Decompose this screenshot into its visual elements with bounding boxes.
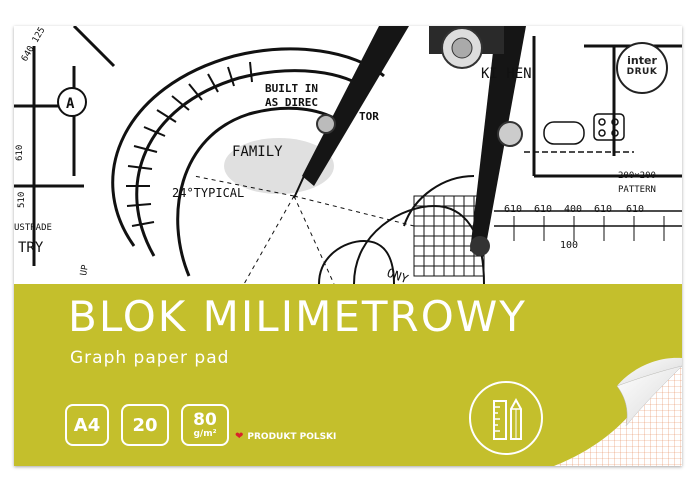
- blueprint-label-family: FAMILY: [232, 144, 283, 160]
- blueprint-labels: BUILT IN AS DIREC TOR FAMILY 24°TYPICAL …: [14, 26, 656, 284]
- blueprint-label-try: TRY: [18, 240, 44, 256]
- blueprint-label-left-610: 610: [15, 145, 25, 161]
- blueprint-label-left-510: 510: [17, 192, 27, 208]
- blueprint-measure-5: 610: [626, 204, 644, 215]
- format-badge: A4: [65, 404, 109, 446]
- blueprint-label-ustrade: USTRADE: [14, 223, 52, 233]
- blueprint-drawing: [14, 26, 682, 284]
- paper-weight-value: 80: [193, 409, 217, 430]
- ruler-pencil-graphic: [493, 397, 522, 440]
- origin-text: PRODUKT POLSKI: [247, 431, 337, 442]
- paper-weight-unit: g/m²: [193, 428, 217, 439]
- blueprint-label-built-in: BUILT IN: [265, 82, 318, 95]
- blueprint-label-as-direc: AS DIREC: [265, 96, 318, 109]
- blueprint-measure-1: 610: [504, 204, 522, 215]
- blueprint-photo: BUILT IN AS DIREC TOR FAMILY 24°TYPICAL …: [14, 26, 682, 284]
- cover-band: BLOK MILIMETROWY Graph paper pad A4 20 8…: [14, 284, 682, 466]
- blueprint-measure-4: 610: [594, 204, 612, 215]
- graph-pad-cover: BUILT IN AS DIREC TOR FAMILY 24°TYPICAL …: [14, 26, 682, 466]
- blueprint-label-typical: 24°TYPICAL: [172, 186, 244, 200]
- made-in-poland-label: ❤ PRODUKT POLSKI: [235, 431, 336, 442]
- blueprint-label-up: UP: [79, 264, 91, 277]
- interdruk-logo: inter DRUK: [616, 42, 668, 94]
- page-curl-graph-paper: [554, 357, 682, 466]
- blueprint-label-circle-a: A: [66, 96, 75, 112]
- sheet-count-badge: 20: [121, 404, 169, 446]
- blueprint-label-kitchen: KI HEN: [481, 66, 532, 82]
- paper-weight-badge: 80 g/m²: [181, 404, 229, 446]
- ruler-pencil-icon: [469, 381, 543, 455]
- blueprint-measure-3: 400: [564, 204, 582, 215]
- blueprint-measure-2: 610: [534, 204, 552, 215]
- blueprint-label-ony: ONY: [385, 266, 411, 284]
- blueprint-label-tor: TOR: [359, 110, 379, 123]
- blueprint-measure-6: 100: [560, 240, 578, 251]
- product-title: BLOK MILIMETROWY: [68, 292, 527, 341]
- heart-icon: ❤: [235, 431, 244, 442]
- logo-line-1: inter: [627, 54, 657, 67]
- blueprint-label-dims: 200×200: [618, 171, 656, 181]
- product-subtitle: Graph paper pad: [70, 348, 230, 368]
- blueprint-label-pattern: PATTERN: [618, 185, 656, 195]
- logo-line-2: DRUK: [626, 67, 658, 77]
